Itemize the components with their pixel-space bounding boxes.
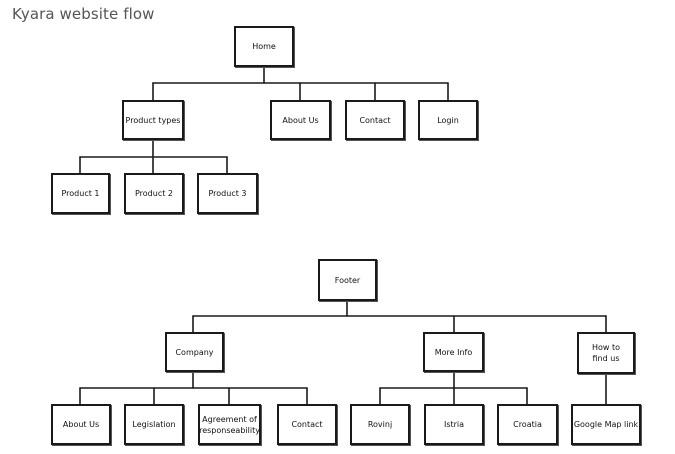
- node-legislation: Legislation: [124, 404, 184, 445]
- node-footer-about-us: About Us: [51, 404, 111, 445]
- node-agreement: Agreement of responseability: [198, 404, 261, 445]
- node-login: Login: [418, 100, 478, 140]
- node-company: Company: [165, 332, 224, 372]
- diagram-title: Kyara website flow: [12, 5, 155, 23]
- node-product-2: Product 2: [124, 173, 184, 214]
- node-istria: Istria: [424, 404, 484, 445]
- node-product-1: Product 1: [51, 173, 110, 214]
- node-rovinj: Rovinj: [350, 404, 410, 445]
- node-google-map-link: Google Map link: [571, 404, 641, 445]
- node-more-info: More Info: [423, 332, 484, 372]
- node-how-to-find-us: How to find us: [577, 332, 635, 374]
- node-footer: Footer: [318, 259, 377, 301]
- node-about-us: About Us: [270, 100, 331, 140]
- node-product-3: Product 3: [197, 173, 258, 214]
- node-footer-contact: Contact: [277, 404, 337, 445]
- node-croatia: Croatia: [497, 404, 558, 445]
- node-home: Home: [234, 26, 294, 67]
- node-contact: Contact: [345, 100, 405, 140]
- node-product-types: Product types: [122, 100, 184, 140]
